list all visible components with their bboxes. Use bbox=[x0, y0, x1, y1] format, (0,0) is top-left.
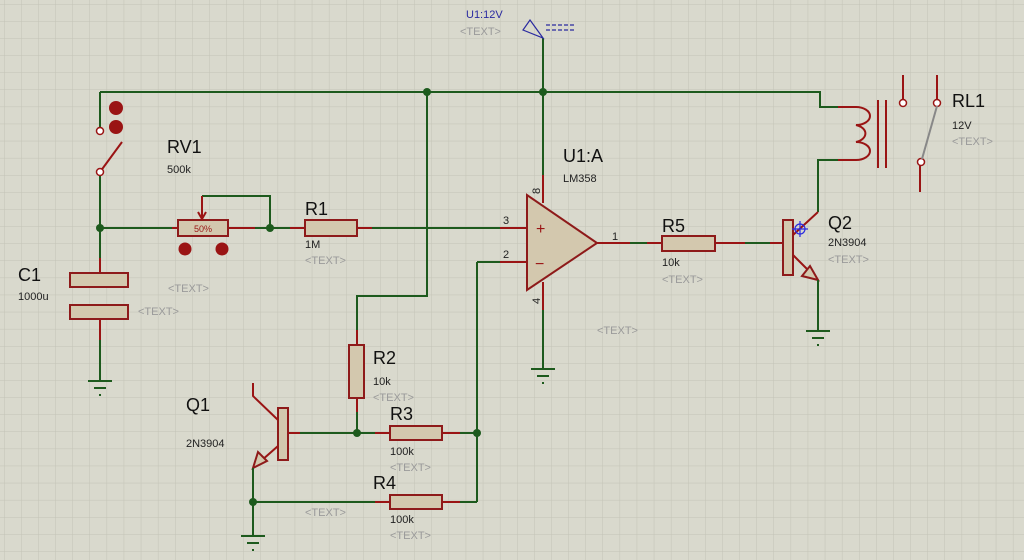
ground-icon bbox=[88, 380, 112, 396]
r3-ref: R3 bbox=[390, 404, 413, 424]
pin-number: 1 bbox=[612, 231, 618, 243]
r1-ref: R1 bbox=[305, 199, 328, 219]
resistor-r2[interactable]: R2 10k <TEXT> bbox=[348, 92, 428, 433]
r4-value: 100k bbox=[390, 514, 414, 526]
rl1-value: 12V bbox=[952, 120, 972, 132]
u1-value: LM358 bbox=[563, 173, 597, 185]
r2-text: <TEXT> bbox=[373, 392, 414, 404]
opamp-u1a[interactable]: + − 3 2 1 8 4 U1:A LM358 bbox=[476, 92, 630, 502]
resistor-r4[interactable]: R4 100k <TEXT> <TEXT> bbox=[253, 473, 477, 542]
wire-top-rail[interactable] bbox=[100, 91, 838, 212]
resistor-r5[interactable]: R5 10k <TEXT> bbox=[630, 216, 783, 286]
power-terminal[interactable]: U1:12V <TEXT> bbox=[460, 9, 576, 92]
ground-icon bbox=[806, 330, 830, 346]
c1-text: <TEXT> bbox=[138, 306, 179, 318]
resistor-r3[interactable]: R3 100k <TEXT> bbox=[300, 404, 477, 474]
rv1-decrease-button[interactable] bbox=[178, 242, 192, 256]
rv1-ref: RV1 bbox=[167, 137, 202, 157]
q1-ref: Q1 bbox=[186, 395, 210, 415]
rl1-ref: RL1 bbox=[952, 91, 985, 111]
free-text: <TEXT> bbox=[597, 325, 638, 337]
pin-number: 3 bbox=[503, 215, 509, 227]
minus-sign: − bbox=[535, 256, 544, 273]
supply-label: U1:12V bbox=[466, 9, 503, 21]
pin-number: 2 bbox=[503, 249, 509, 261]
r3-text: <TEXT> bbox=[390, 462, 431, 474]
r5-ref: R5 bbox=[662, 216, 685, 236]
u1-ref: U1:A bbox=[563, 146, 603, 166]
r4-ref: R4 bbox=[373, 473, 396, 493]
c1-value: 1000u bbox=[18, 291, 49, 303]
q2-ref: Q2 bbox=[828, 213, 852, 233]
switch-close-button[interactable] bbox=[109, 101, 123, 115]
capacitor-c1[interactable]: C1 1000u <TEXT> <TEXT> bbox=[18, 258, 209, 396]
pin-number: 8 bbox=[531, 188, 543, 194]
r5-text: <TEXT> bbox=[662, 274, 703, 286]
r4-text: <TEXT> bbox=[390, 530, 431, 542]
junction bbox=[353, 429, 361, 437]
junction bbox=[249, 498, 257, 506]
rl1-text: <TEXT> bbox=[952, 136, 993, 148]
pin-number: 4 bbox=[531, 298, 543, 304]
r4-wire-text: <TEXT> bbox=[305, 507, 346, 519]
rv1-position: 50% bbox=[194, 224, 212, 234]
rv1-increase-button[interactable] bbox=[215, 242, 229, 256]
c1-ref: C1 bbox=[18, 265, 41, 285]
ground-icon bbox=[241, 535, 265, 551]
plus-sign: + bbox=[536, 221, 545, 238]
c1-text: <TEXT> bbox=[168, 283, 209, 295]
q1-value: 2N3904 bbox=[186, 438, 225, 450]
relay-rl1[interactable]: RL1 12V <TEXT> bbox=[838, 75, 993, 192]
q2-value: 2N3904 bbox=[828, 237, 867, 249]
ground-icon bbox=[531, 368, 555, 384]
r1-text: <TEXT> bbox=[305, 255, 346, 267]
rv1-value: 500k bbox=[167, 164, 191, 176]
r2-value: 10k bbox=[373, 376, 391, 388]
switch-open-button[interactable] bbox=[109, 120, 123, 134]
transistor-q1[interactable]: Q1 2N3904 bbox=[186, 383, 300, 551]
r1-value: 1M bbox=[305, 239, 320, 251]
junction bbox=[266, 224, 274, 232]
transistor-q2[interactable]: Q2 2N3904 <TEXT> bbox=[782, 211, 869, 346]
crosshair-icon bbox=[792, 221, 808, 237]
junction bbox=[473, 429, 481, 437]
resistor-r1[interactable]: R1 1M <TEXT> bbox=[290, 199, 500, 267]
r2-ref: R2 bbox=[373, 348, 396, 368]
supply-text: <TEXT> bbox=[460, 26, 501, 38]
r5-value: 10k bbox=[662, 257, 680, 269]
q2-text: <TEXT> bbox=[828, 254, 869, 266]
r3-value: 100k bbox=[390, 446, 414, 458]
